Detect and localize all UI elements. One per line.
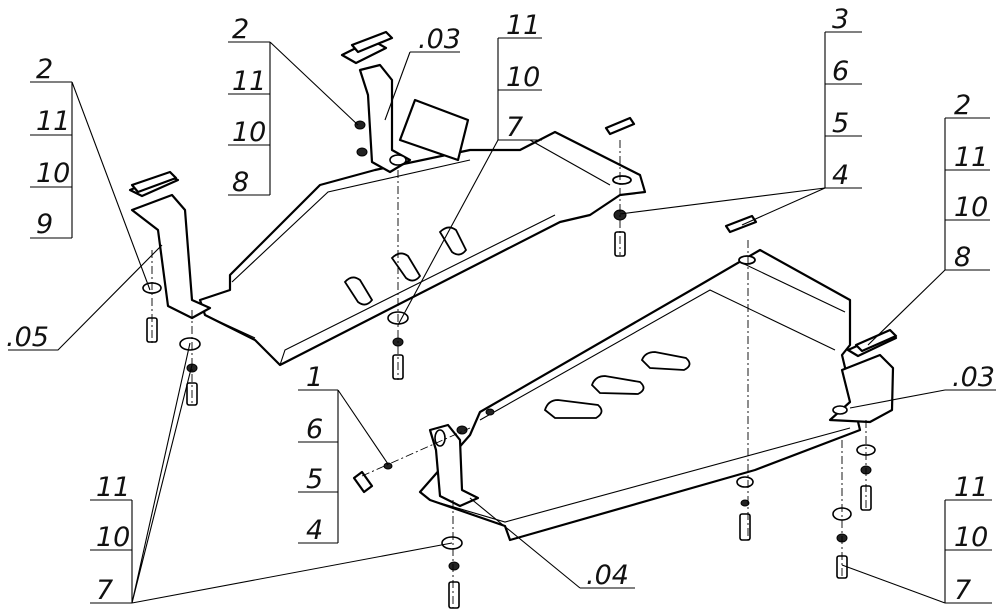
bracket-upper-left (128, 173, 212, 320)
callout-bottom-label: .04 (586, 560, 629, 591)
callout-tl-2: 11 (36, 106, 70, 137)
axis-lines (151, 140, 867, 608)
callout-tr-2: 6 (832, 56, 849, 87)
callout-top-label: .03 (418, 24, 461, 55)
callout-mid-stack: 11 10 7 (506, 10, 540, 143)
callout-tl-label: .05 (6, 322, 49, 353)
callout-tr-4: 4 (832, 160, 849, 191)
callout-tl-4: 9 (36, 209, 53, 240)
callout-br-3: 7 (954, 575, 971, 606)
callout-right-1: 2 (954, 90, 971, 121)
callout-tl-3: 10 (36, 158, 70, 189)
callout-tr-1: 3 (832, 4, 849, 35)
callout-br-2: 10 (954, 522, 988, 553)
bracket-upper (340, 38, 412, 174)
lower-skid-plate (418, 248, 862, 542)
callout-right-4: 8 (954, 242, 971, 273)
callout-br-1: 11 (954, 472, 988, 503)
callout-top-3: 10 (232, 117, 266, 148)
callout-mid-2: 10 (506, 62, 540, 93)
callout-mid-3: 7 (506, 112, 523, 143)
callout-top-2: 11 (232, 66, 266, 97)
upper-skid-plate (198, 98, 647, 367)
callout-top-stack: 2 11 10 8 .03 (232, 14, 461, 198)
callout-right-stack: 2 11 10 8 .03 (952, 90, 995, 393)
leader-lines (8, 31, 996, 604)
callout-bl-1: 11 (96, 472, 130, 503)
callout-tr-stack: 3 6 5 4 (832, 4, 849, 191)
callout-top-4: 8 (232, 167, 249, 198)
callout-center-2: 6 (306, 414, 323, 445)
callout-center-4: 4 (306, 515, 323, 546)
callout-center-3: 5 (306, 464, 323, 495)
callout-right-2: 11 (954, 142, 988, 173)
callout-tl-1: 2 (36, 54, 53, 85)
callout-br-stack: 11 10 7 (954, 472, 988, 606)
callout-bl-2: 10 (96, 522, 130, 553)
callout-center-stack: 1 6 5 4 (306, 362, 323, 546)
callout-right-3: 10 (954, 192, 988, 223)
callout-center-1: 1 (306, 362, 323, 393)
callout-right-label: .03 (952, 362, 995, 393)
callout-mid-1: 11 (506, 10, 540, 41)
callout-bl-3: 7 (96, 575, 113, 606)
callout-top-1: 2 (232, 14, 249, 45)
callout-tr-3: 5 (832, 108, 849, 139)
callout-tl-stack: 2 11 10 9 .05 (6, 54, 70, 353)
callout-bl-stack: 11 10 7 (96, 472, 130, 606)
